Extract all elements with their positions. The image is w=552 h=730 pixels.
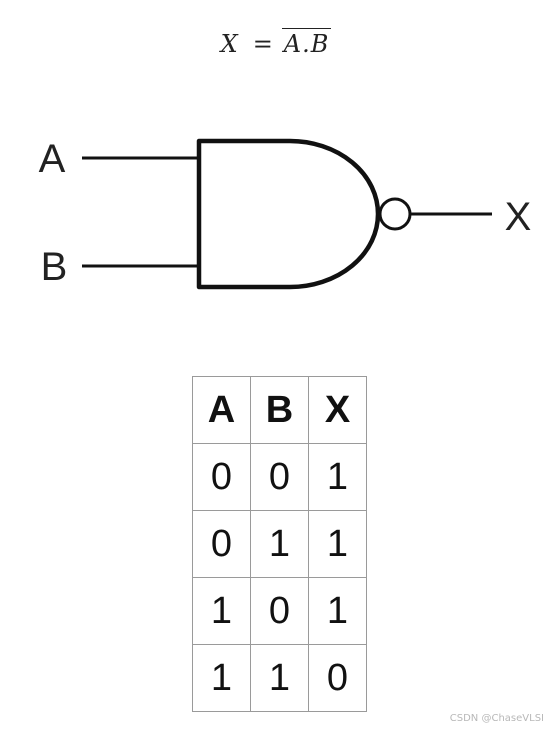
- cell-b: 1: [250, 644, 309, 712]
- column-header-b: B: [250, 376, 309, 444]
- cell-a: 1: [192, 644, 251, 712]
- table-row: 1 1 0: [192, 644, 367, 712]
- cell-x: 1: [308, 577, 367, 645]
- equation-negated-product: A.B: [281, 28, 332, 58]
- cell-x: 0: [308, 644, 367, 712]
- truth-table-header-row: A B X: [192, 376, 367, 444]
- cell-b: 1: [250, 510, 309, 578]
- table-row: 0 0 1: [192, 443, 367, 511]
- input-a-label: A: [39, 137, 66, 181]
- cell-x: 1: [308, 443, 367, 511]
- output-x-label: X: [505, 195, 532, 239]
- cell-a: 1: [192, 577, 251, 645]
- nand-gate-diagram: A B X: [39, 137, 532, 290]
- cell-b: 0: [250, 443, 309, 511]
- equation-output-variable: X: [220, 30, 239, 58]
- cell-a: 0: [192, 443, 251, 511]
- boolean-equation: X =A.B: [0, 28, 552, 59]
- input-b-label: B: [41, 245, 68, 289]
- truth-table: A B X 0 0 1 0 1 1 1 0 1 1 1 0: [192, 376, 367, 712]
- table-row: 1 0 1: [192, 577, 367, 645]
- equation-equals-sign: =: [252, 30, 274, 58]
- column-header-a: A: [192, 376, 251, 444]
- and-gate-body: [196, 138, 381, 290]
- column-header-x: X: [308, 376, 367, 444]
- cell-a: 0: [192, 510, 251, 578]
- inversion-bubble: [378, 197, 412, 231]
- table-row: 0 1 1: [192, 510, 367, 578]
- cell-x: 1: [308, 510, 367, 578]
- cell-b: 0: [250, 577, 309, 645]
- csdn-watermark: CSDN @ChaseVLSI: [449, 713, 544, 724]
